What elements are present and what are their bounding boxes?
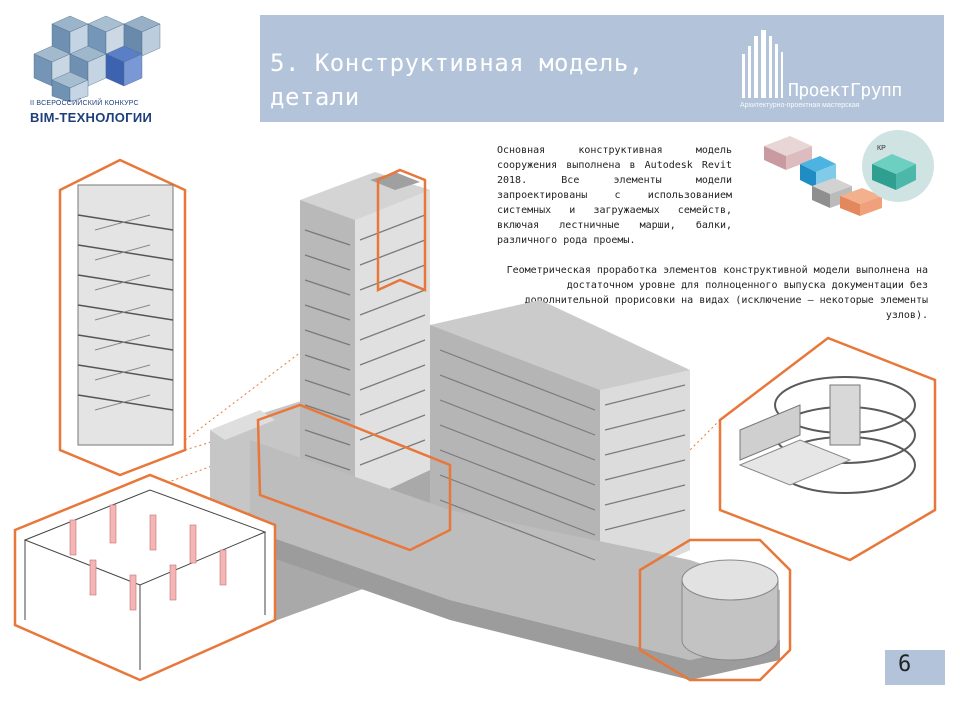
callout-tower-top xyxy=(376,168,427,292)
detail-spiral-ramp xyxy=(718,336,937,562)
thumbnail-kr-model xyxy=(872,154,916,190)
callout-podium xyxy=(256,403,452,552)
company-name: ПроектГрупп xyxy=(788,80,902,101)
mid-block xyxy=(430,300,690,590)
title-banner xyxy=(260,15,944,122)
description-paragraph-1: Основная конструктивная модель сооружени… xyxy=(497,145,732,246)
competition-logo xyxy=(33,15,161,103)
tower-window-grid xyxy=(304,214,426,471)
company-subtitle: Архитектурно-проектная мастерская xyxy=(740,102,860,109)
kr-label: КР xyxy=(877,145,886,152)
page-number-box xyxy=(885,650,945,685)
front-wing xyxy=(250,440,780,680)
model-thumbnails xyxy=(764,130,934,216)
page-number: 6 xyxy=(898,652,912,677)
structural-model-illustration xyxy=(13,158,937,682)
detail-floor-plan xyxy=(13,473,277,682)
thumbnail-orange-model xyxy=(840,188,882,216)
company-logo-mark xyxy=(742,30,783,98)
logo-caption-top: II ВСЕРОССИЙСКИЙ КОНКУРС xyxy=(30,100,139,107)
rotunda-element xyxy=(681,559,779,661)
callout-frames xyxy=(256,168,792,682)
page-title: 5. Конструктивная модель, детали xyxy=(270,49,644,111)
callout-rotunda xyxy=(638,538,792,682)
description-paragraph-2: Геометрическая проработка элементов конс… xyxy=(506,265,928,321)
thumbnail-architectural xyxy=(764,136,812,170)
detail-stair-tower xyxy=(58,158,187,477)
logo-caption-main: BIM-ТЕХНОЛОГИИ xyxy=(30,110,153,125)
mid-block-window-grid xyxy=(439,349,686,561)
